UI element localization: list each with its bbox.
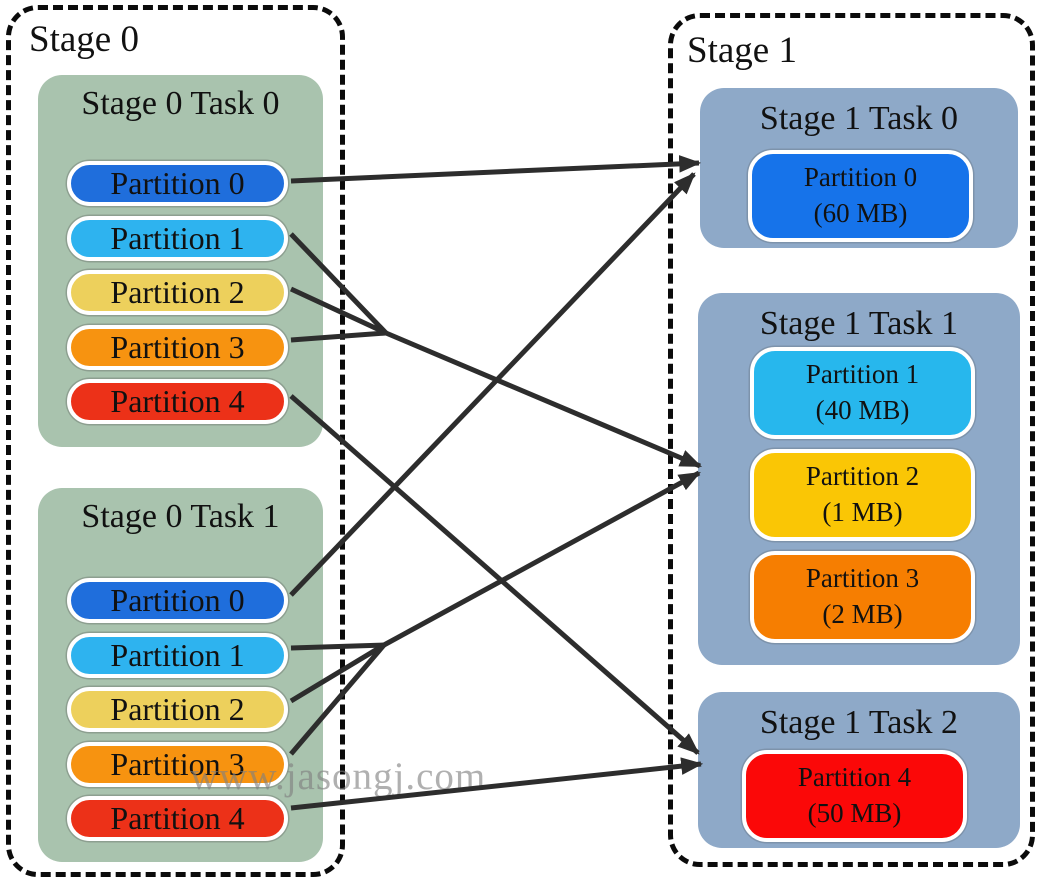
arrow-stage0-task0-partition0-to-stage1-task0 — [290, 155, 702, 184]
partition-label: Partition 4 — [797, 762, 912, 793]
stage1-task1-partitions: Partition 1 (40 MB) Partition 2 (1 MB) P… — [750, 347, 975, 643]
partition-label: Partition 3 — [110, 745, 245, 782]
arrow-merge-b-to-stage1-task1 — [382, 470, 701, 648]
stage1-task2-partition4: Partition 4 (50 MB) — [742, 750, 967, 842]
partition-size: (1 MB) — [822, 497, 903, 527]
partition-label: Partition 4 — [110, 383, 245, 419]
stage1-task0-box: Stage 1 Task 0 Partition 0 (60 MB) — [700, 88, 1018, 248]
partition-label: Partition 2 — [805, 461, 920, 492]
stage0-container: Stage 0 Stage 0 Task 0 Partition 0 Parti… — [6, 5, 345, 877]
stage1-task0-partitions: Partition 0 (60 MB) — [748, 150, 973, 242]
stage0-task1-partition4: Partition 4 — [67, 796, 288, 841]
partition-label: Partition 3 — [805, 563, 920, 594]
stage1-task0-partition0: Partition 0 (60 MB) — [748, 150, 973, 242]
stage1-task1-partition2: Partition 2 (1 MB) — [750, 449, 975, 541]
stage0-task0-partition3: Partition 3 — [67, 324, 288, 370]
stage1-task1-box: Stage 1 Task 1 Partition 1 (40 MB) Parti… — [698, 293, 1020, 665]
stage0-task1-partition1: Partition 1 — [67, 632, 288, 678]
partition-label: Partition 1 — [110, 219, 245, 256]
stage1-task1-partition1: Partition 1 (40 MB) — [750, 347, 975, 439]
partition-label: Partition 3 — [110, 328, 245, 365]
stage0-task1-partition0: Partition 0 — [67, 578, 288, 623]
stage1-task2-box: Stage 1 Task 2 Partition 4 (50 MB) — [698, 692, 1020, 848]
arrow-stage0-task1-partition0-to-stage1-task0 — [289, 172, 696, 597]
stage1-label: Stage 1 — [687, 30, 797, 71]
stage0-task1-partitions: Partition 0 Partition 1 Partition 2 Part… — [67, 578, 288, 841]
partition-label: Partition 1 — [805, 359, 920, 390]
stage0-task0-partition4: Partition 4 — [67, 379, 288, 424]
partition-label: Partition 0 — [803, 162, 918, 193]
partition-size: (2 MB) — [822, 599, 903, 629]
stage0-task0-partition1: Partition 1 — [67, 215, 288, 261]
stage0-task0-title: Stage 0 Task 0 — [81, 85, 280, 122]
stage1-task2-title: Stage 1 Task 2 — [759, 704, 959, 741]
partition-size: (40 MB) — [815, 395, 910, 425]
stage0-label: Stage 0 — [29, 19, 139, 60]
arrow-merge-a-to-stage1-task1 — [385, 330, 703, 469]
partition-label: Partition 2 — [110, 691, 245, 727]
partition-size: (60 MB) — [813, 198, 908, 228]
stage0-task1-partition3: Partition 3 — [67, 741, 288, 787]
stage0-task0-partition2: Partition 2 — [67, 270, 288, 315]
stage1-task0-title: Stage 1 Task 0 — [759, 100, 959, 137]
partition-size: (50 MB) — [807, 798, 902, 828]
partition-label: Partition 0 — [110, 165, 245, 201]
stage1-task2-partitions: Partition 4 (50 MB) — [742, 750, 967, 842]
arrow-stage0-task0-partition4-to-stage1-task2 — [289, 394, 700, 755]
stage0-task0-partition0: Partition 0 — [67, 161, 288, 206]
stage0-task0-box: Stage 0 Task 0 Partition 0 Partition 1 P… — [38, 75, 323, 447]
stage1-container: Stage 1 Stage 1 Task 0 Partition 0 (60 M… — [668, 13, 1035, 867]
stage0-task0-partitions: Partition 0 Partition 1 Partition 2 Part… — [67, 161, 288, 424]
partition-label: Partition 2 — [110, 274, 245, 310]
stage1-task1-partition3: Partition 3 (2 MB) — [750, 551, 975, 643]
partition-label: Partition 4 — [110, 800, 245, 836]
watermark: www.jasongj.com — [190, 755, 487, 798]
partition-label: Partition 1 — [110, 636, 245, 673]
partition-label: Partition 0 — [110, 582, 245, 618]
stage0-task1-partition2: Partition 2 — [67, 687, 288, 732]
stage0-task1-title: Stage 0 Task 1 — [81, 498, 280, 535]
stage1-task1-title: Stage 1 Task 1 — [759, 305, 959, 342]
stage0-task1-box: Stage 0 Task 1 Partition 0 Partition 1 P… — [38, 488, 323, 862]
